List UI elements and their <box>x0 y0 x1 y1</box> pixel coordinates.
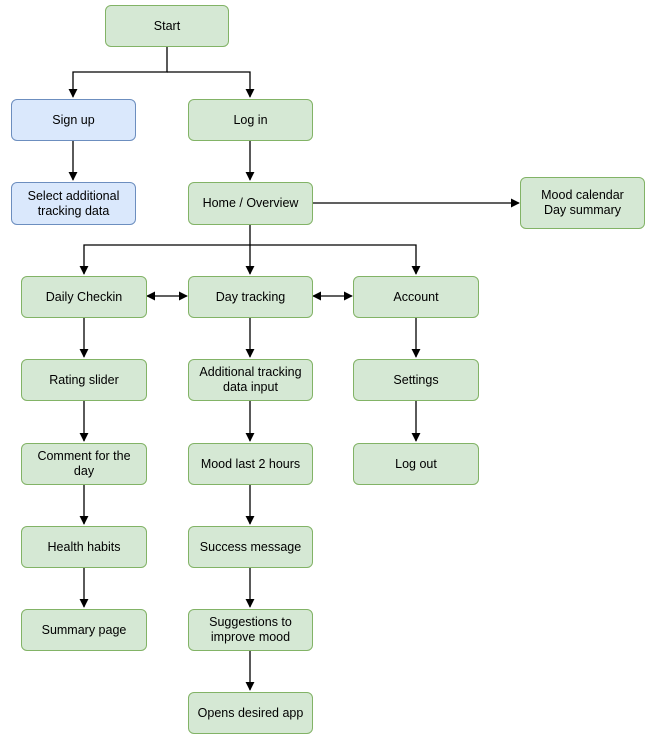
opens-app-label: Opens desired app <box>197 705 304 720</box>
mood-last-label: Mood last 2 hours <box>200 456 301 471</box>
start-node[interactable]: Start <box>105 5 229 47</box>
summary-page-node[interactable]: Summary page <box>21 609 147 651</box>
edge-home-checkin <box>79 225 251 275</box>
edge-home-account <box>250 244 421 275</box>
success-message-node[interactable]: Success message <box>188 526 313 568</box>
sign-up-node[interactable]: Sign up <box>11 99 136 141</box>
account-label: Account <box>393 289 439 304</box>
settings-node[interactable]: Settings <box>353 359 479 401</box>
daily-checkin-node[interactable]: Daily Checkin <box>21 276 147 318</box>
daily-checkin-label: Daily Checkin <box>45 289 123 304</box>
select-tracking-label: Select additional tracking data <box>27 188 120 218</box>
suggestions-label: Suggestions to improve mood <box>209 615 292 644</box>
log-in-label: Log in <box>233 112 268 127</box>
comment-label: Comment for the day <box>37 449 131 478</box>
mood-last-node[interactable]: Mood last 2 hours <box>188 443 313 485</box>
edge-start-signup <box>68 47 168 98</box>
success-message-label: Success message <box>199 539 302 554</box>
sign-up-label: Sign up <box>52 112 95 127</box>
home-overview-label: Home / Overview <box>202 196 299 210</box>
additional-input-node[interactable]: Additional tracking data input <box>188 359 313 401</box>
mood-calendar-label: Mood calendar Day summary <box>541 188 624 217</box>
day-tracking-label: Day tracking <box>215 289 286 304</box>
mood-calendar-node[interactable]: Mood calendar Day summary <box>520 177 645 229</box>
health-habits-label: Health habits <box>47 539 121 554</box>
edge-start-login <box>167 71 255 98</box>
log-in-node[interactable]: Log in <box>188 99 313 141</box>
rating-slider-label: Rating slider <box>49 372 119 387</box>
settings-label: Settings <box>393 372 439 387</box>
select-tracking-node[interactable]: Select additional tracking data <box>11 182 136 225</box>
home-overview-node[interactable]: Home / Overview <box>188 182 313 225</box>
start-label: Start <box>153 18 181 33</box>
suggestions-node[interactable]: Suggestions to improve mood <box>188 609 313 651</box>
summary-page-label: Summary page <box>41 622 127 637</box>
comment-node[interactable]: Comment for the day <box>21 443 147 485</box>
health-habits-node[interactable]: Health habits <box>21 526 147 568</box>
day-tracking-node[interactable]: Day tracking <box>188 276 313 318</box>
additional-input-label: Additional tracking data input <box>199 365 302 394</box>
log-out-node[interactable]: Log out <box>353 443 479 485</box>
account-node[interactable]: Account <box>353 276 479 318</box>
log-out-label: Log out <box>395 456 437 471</box>
rating-slider-node[interactable]: Rating slider <box>21 359 147 401</box>
opens-app-node[interactable]: Opens desired app <box>188 692 313 734</box>
